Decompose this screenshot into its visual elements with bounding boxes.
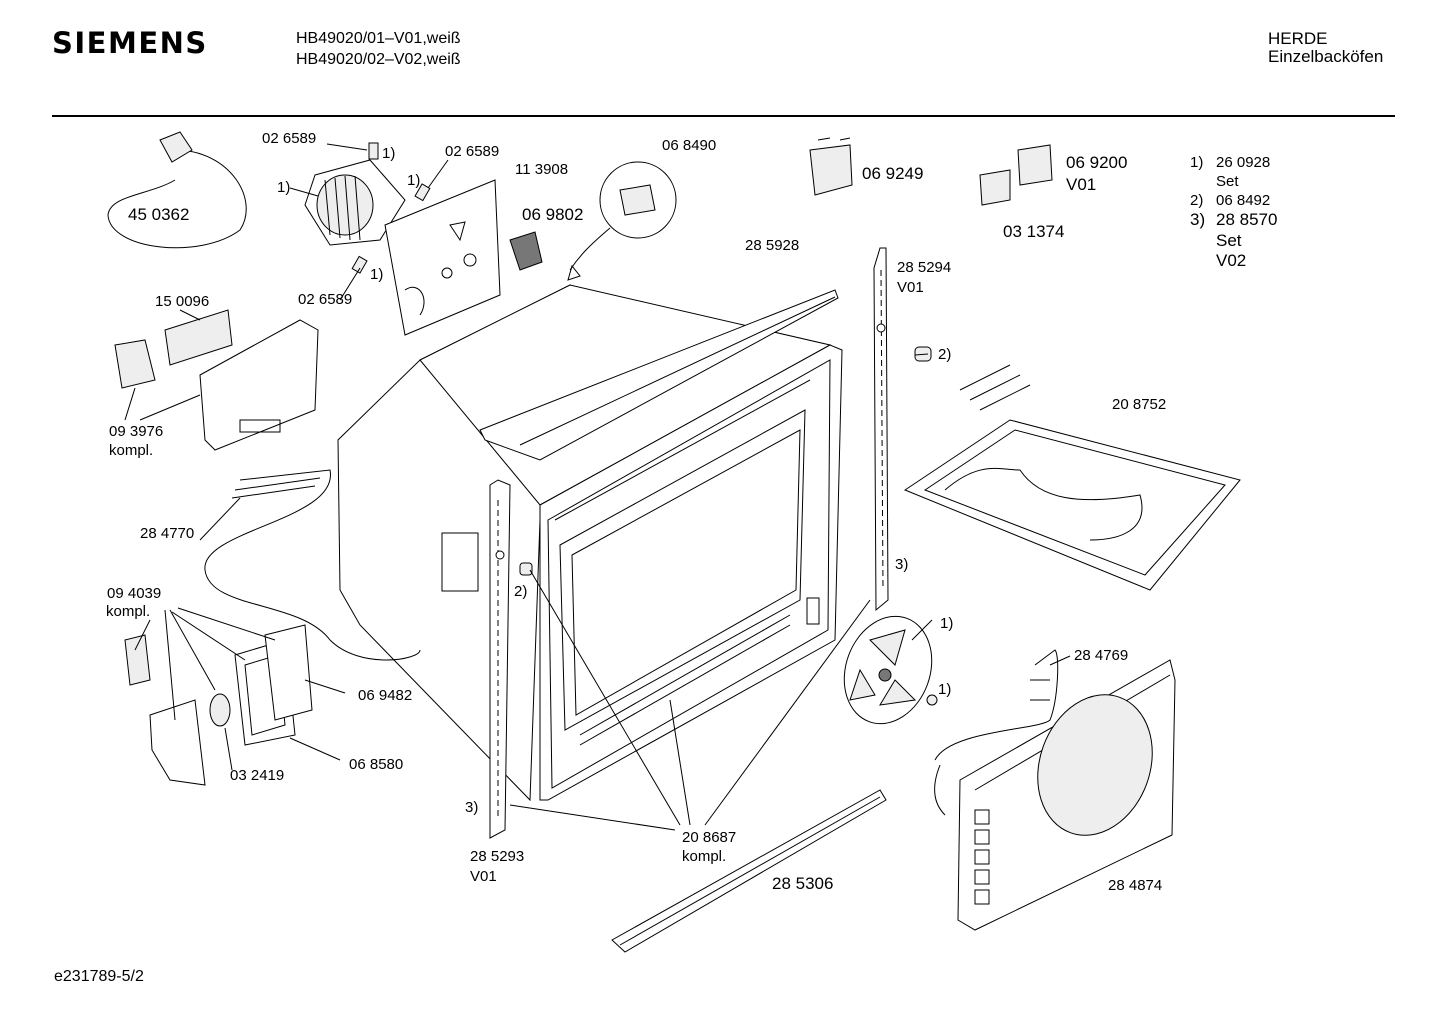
part-labels: 45 0362 02 6589 1) 02 6589 1) 1) 1) 02 6…: [106, 130, 1166, 894]
model-line-1: HB49020/01–V01,weiß: [296, 30, 461, 47]
label-switch-pair-variant: V01: [1066, 175, 1096, 194]
switch-set-part: [114, 309, 319, 451]
label-switch-pair: 06 9200: [1066, 153, 1127, 172]
label-frame-kompl: kompl.: [682, 848, 726, 865]
label-fan-ref: 1): [940, 615, 953, 632]
motor-part: [304, 159, 406, 246]
label-switch-pair-base: 03 1374: [1003, 222, 1064, 241]
label-lamp-cover: 06 9482: [358, 687, 412, 704]
label-left-rail-ref: 3): [465, 799, 478, 816]
lamp-assembly-part: [124, 624, 313, 786]
leader-lines: [124, 143, 1071, 831]
label-lamp-set: 09 4039: [107, 585, 161, 602]
category-line-1: HERDE: [1268, 29, 1328, 48]
category-line-2: Einzelbacköfen: [1268, 47, 1384, 66]
switch-block-part: [809, 137, 853, 196]
label-frame: 20 8687: [682, 829, 736, 846]
door-latch: [806, 597, 820, 625]
diagram-code: e231789-5/2: [54, 968, 144, 985]
top-strip-part: [479, 289, 839, 461]
label-clip-top: 02 6589: [262, 130, 316, 147]
label-clip-top-ref: 1): [382, 145, 395, 162]
footnote-1-marker: 1): [1190, 154, 1203, 171]
label-switch-set-kompl: kompl.: [109, 442, 153, 459]
label-clip-mid: 02 6589: [445, 143, 499, 160]
power-cable-part: [107, 131, 247, 249]
label-switch-set-sub: 09 3976: [109, 423, 163, 440]
rear-heater-part: [934, 649, 1059, 816]
label-top-strip: 28 5928: [745, 237, 799, 254]
label-grill-heater: 20 8752: [1112, 396, 1166, 413]
fan-part: [843, 615, 933, 725]
label-thermostat: 06 8490: [662, 137, 716, 154]
bottom-strip-part: [611, 789, 887, 953]
control-panel-part: [384, 179, 501, 336]
label-clip-low-ref: 1): [370, 266, 383, 283]
label-motor-ref: 1): [277, 179, 290, 196]
label-bottom-strip: 28 5306: [772, 874, 833, 893]
label-right-rail-ref: 3): [895, 556, 908, 573]
label-clip-mid-ref: 1): [407, 172, 420, 189]
fan-cover-part: [957, 659, 1176, 931]
thermostat-part: [567, 161, 677, 281]
label-left-rail: 28 5293: [470, 848, 524, 865]
label-lamp-set-kompl: kompl.: [106, 603, 150, 620]
label-bulb: 03 2419: [230, 767, 284, 784]
switch-pair-part: [979, 144, 1053, 206]
footnote-3-note2: V02: [1216, 251, 1246, 270]
label-power-cable: 45 0362: [128, 205, 189, 224]
label-knob-ref: 2): [938, 346, 951, 363]
footnote-3-marker: 3): [1190, 210, 1205, 229]
right-rail-part: [873, 247, 889, 612]
header-divider: [52, 115, 1395, 117]
label-rear-heater: 28 4769: [1074, 647, 1128, 664]
footnote-2-marker: 2): [1190, 192, 1203, 209]
label-lower-heater: 28 4770: [140, 525, 194, 542]
label-lamp-seal: 06 8580: [349, 756, 403, 773]
label-right-rail: 28 5294: [897, 259, 951, 276]
footnote-3-note: Set: [1216, 231, 1242, 250]
clip-part: [351, 142, 431, 274]
brand-logo: SIEMENS: [52, 26, 208, 60]
label-switch-set: 15 0096: [155, 293, 209, 310]
label-fan-nut-ref: 1): [938, 681, 951, 698]
footnotes: 1) 26 0928 Set 2) 06 8492 3) 28 8570 Set…: [1190, 154, 1277, 270]
label-panel: 11 3908: [515, 161, 568, 178]
label-left-rail-variant: V01: [470, 868, 497, 885]
grill-heater-part: [903, 364, 1241, 591]
footnote-1-note: Set: [1216, 173, 1239, 190]
model-line-2: HB49020/02–V02,weiß: [296, 51, 461, 68]
label-fan-cover: 28 4874: [1108, 877, 1162, 894]
label-right-rail-variant: V01: [897, 279, 924, 296]
label-switch-block: 06 9249: [862, 164, 923, 183]
label-clip-low: 02 6589: [298, 291, 352, 308]
relay-part: [509, 231, 543, 271]
footnote-1-part: 26 0928: [1216, 154, 1270, 171]
housing-vent: [441, 532, 479, 592]
label-relay: 06 9802: [522, 205, 583, 224]
footnote-2-part: 06 8492: [1216, 192, 1270, 209]
left-rail-part: [489, 479, 511, 839]
lower-heater-part: [204, 469, 421, 661]
label-knob-left-ref: 2): [514, 583, 527, 600]
footnote-3-part: 28 8570: [1216, 210, 1277, 229]
oven-housing: [337, 284, 843, 802]
